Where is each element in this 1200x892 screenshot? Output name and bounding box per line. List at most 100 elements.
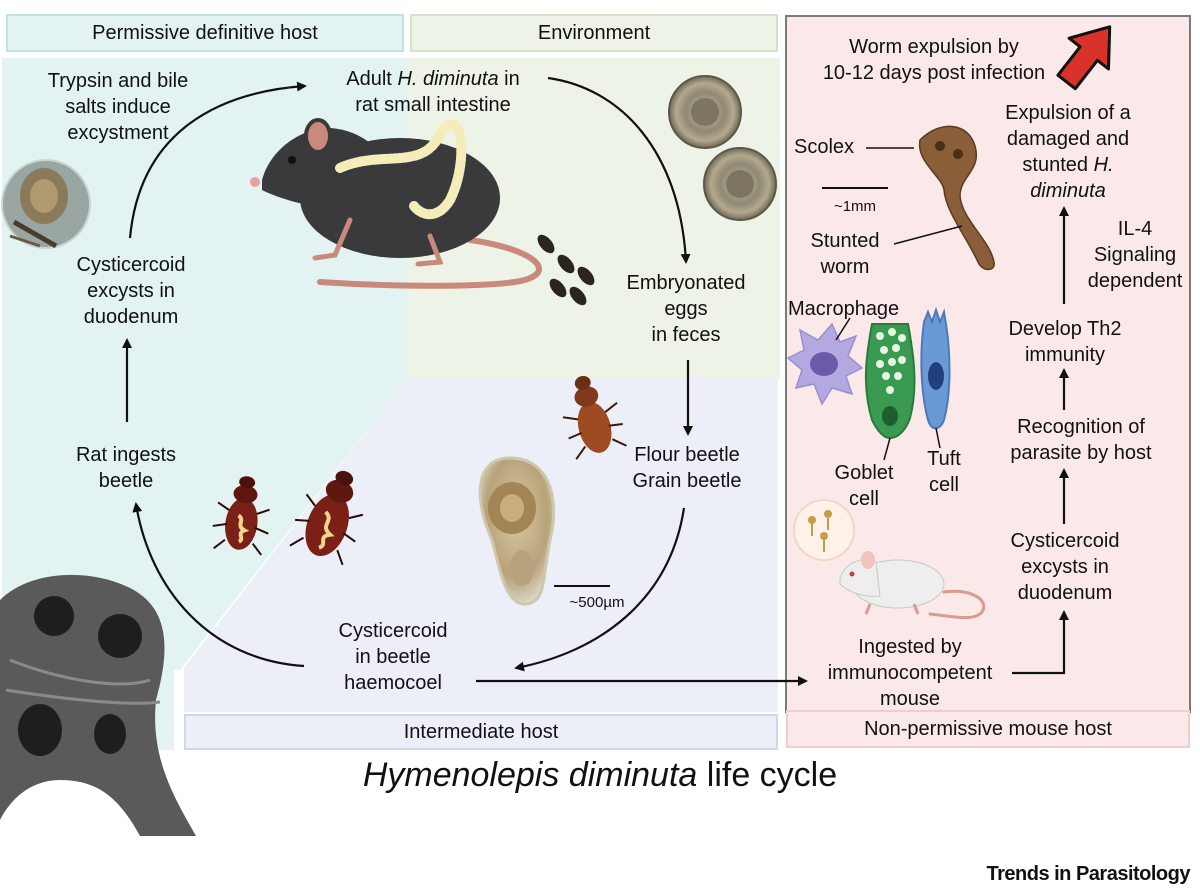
- ingested-line-2: immunocompetent: [827, 662, 993, 684]
- tuft-line-1: Tuft: [927, 448, 961, 470]
- haemocoel-label: Cysticercoid in beetle haemocoel: [308, 618, 478, 696]
- adult-worm-label: Adult H. diminuta in rat small intestine: [308, 66, 558, 118]
- tuft-pointer: [935, 427, 941, 449]
- arrow-beetle-to-haemocoel: [514, 507, 686, 672]
- eggs-line-1: Embryonated: [626, 272, 746, 294]
- mouse-excyst-line-3: duodenum: [1017, 582, 1113, 604]
- il4-line-2: Signaling: [1093, 244, 1177, 266]
- figure-title: Hymenolepis diminuta life cycle: [0, 756, 1200, 795]
- trypsin-line-2: salts induce: [65, 96, 171, 118]
- ingested-line-3: mouse: [879, 688, 941, 710]
- adult-line-1-pre: Adult: [346, 68, 398, 90]
- mouse-illustration: [839, 551, 986, 620]
- damaged-worm-label: Expulsion of a damaged and stunted H. di…: [988, 100, 1148, 204]
- eggs-label: Embryonated eggs in feces: [606, 270, 766, 348]
- th2-line-1: Develop Th2: [1008, 318, 1122, 340]
- rat-ingests-line-1: Rat ingests: [75, 444, 177, 466]
- rat-illustration: [250, 118, 542, 289]
- red-up-arrow-icon: [1056, 25, 1112, 91]
- tuft-cell-label: Tuft cell: [914, 446, 974, 498]
- journal-credit: Trends in Parasitology: [986, 863, 1190, 885]
- stunted-line-2: worm: [820, 256, 870, 278]
- mouse-excyst-line-1: Cysticercoid: [1010, 530, 1120, 552]
- trypsin-line-3: excystment: [67, 122, 169, 144]
- expulsion-line-2: 10-12 days post infection: [822, 62, 1046, 84]
- flour-beetle-icon: [562, 375, 627, 460]
- egg-micrograph-1: [668, 75, 742, 149]
- stunted-worm-pointer: [893, 225, 963, 245]
- scale-1mm-label: ~1mm: [833, 198, 877, 215]
- beetle-label: Flour beetle Grain beetle: [612, 442, 762, 494]
- ingested-cysticercoids-icon: [793, 499, 855, 561]
- figure-title-species: Hymenolepis diminuta: [362, 756, 698, 794]
- damaged-line-3: stunted H.: [988, 152, 1148, 178]
- intermediate-host-header: Intermediate host: [184, 714, 778, 750]
- goblet-cell-label: Goblet cell: [824, 460, 904, 512]
- trypsin-line-1: Trypsin and bile: [47, 70, 189, 92]
- excyst-label: Cysticercoid excysts in duodenum: [56, 252, 206, 330]
- goblet-line-1: Goblet: [834, 462, 894, 484]
- macrophage-pointer: [835, 317, 851, 341]
- excystment-micrograph: [1, 159, 91, 249]
- excyst-line-1: Cysticercoid: [76, 254, 186, 276]
- definitive-host-header: Permissive definitive host: [6, 14, 404, 52]
- beetle-line-1: Flour beetle: [634, 444, 740, 466]
- th2-label: Develop Th2 immunity: [1000, 316, 1130, 368]
- arrow-to-adult: [128, 81, 307, 239]
- il4-line-1: IL-4: [1117, 218, 1153, 240]
- cysticercoid-micrograph: [478, 456, 556, 606]
- intermediate-host-region: [184, 378, 778, 712]
- expulsion-label: Worm expulsion by 10-12 days post infect…: [794, 34, 1074, 86]
- macrophage-label: Macrophage: [788, 298, 900, 320]
- eggs-line-2: eggs: [664, 298, 708, 320]
- goblet-cell-icon: [864, 323, 916, 440]
- stunted-line-1: Stunted: [810, 230, 880, 252]
- scale-500um-label: ~500µm: [569, 594, 625, 611]
- damaged-line-1: Expulsion of a: [1005, 102, 1131, 124]
- figure-title-rest: life cycle: [697, 756, 838, 794]
- adult-line-1: Adult H. diminuta in: [308, 66, 558, 92]
- haemocoel-line-1: Cysticercoid: [338, 620, 448, 642]
- goblet-pointer: [883, 437, 891, 461]
- il4-line-3: dependent: [1087, 270, 1183, 292]
- recognition-line-1: Recognition of: [1017, 416, 1145, 438]
- excyst-line-3: duodenum: [83, 306, 179, 328]
- eggs-line-3: in feces: [651, 324, 721, 346]
- trypsin-label: Trypsin and bile salts induce excystment: [18, 68, 218, 146]
- ingested-label: Ingested by immunocompetent mouse: [808, 634, 1012, 712]
- mouse-excyst-label: Cysticercoid excysts in duodenum: [990, 528, 1140, 606]
- stunted-worm-label: Stunted worm: [800, 228, 890, 280]
- damaged-line-2: damaged and: [1006, 128, 1130, 150]
- tuft-line-2: cell: [928, 474, 959, 496]
- macrophage-icon: [786, 322, 864, 406]
- haemocoel-line-2: in beetle: [355, 646, 431, 668]
- excyst-line-2: excysts in: [87, 280, 175, 302]
- th2-line-2: immunity: [1024, 344, 1105, 366]
- damaged-line-4: diminuta: [988, 178, 1148, 204]
- mouse-host-header: Non-permissive mouse host: [786, 710, 1190, 748]
- rat-ingests-line-2: beetle: [98, 470, 154, 492]
- adult-line-2: rat small intestine: [355, 94, 511, 116]
- recognition-label: Recognition of parasite by host: [990, 414, 1172, 466]
- ingested-line-1: Ingested by: [858, 636, 962, 658]
- feces-pellets: [537, 234, 595, 306]
- beetle-line-2: Grain beetle: [632, 470, 742, 492]
- haemocoel-line-3: haemocoel: [344, 672, 442, 694]
- intermediate-host-header-text: Intermediate host: [403, 720, 559, 743]
- stunted-worm-image: [918, 125, 995, 271]
- rat-ingests-label: Rat ingests beetle: [66, 442, 186, 494]
- damaged-line-3-pre: stunted: [1022, 154, 1094, 176]
- arrow-ingested-to-cysti: [1012, 610, 1069, 675]
- scolex-sem-image: [0, 574, 196, 836]
- arrow-haemocoel-to-rat: [132, 502, 305, 668]
- infected-beetle-icon-1: [212, 476, 270, 556]
- mouse-excyst-line-2: excysts in: [1021, 556, 1109, 578]
- adult-line-1-post: in: [498, 68, 520, 90]
- scolex-label: Scolex: [794, 136, 855, 158]
- infected-beetle-icon-2: [289, 470, 364, 566]
- environment-header: Environment: [410, 14, 778, 52]
- adult-line-1-species: H. diminuta: [397, 68, 499, 90]
- definitive-host-header-text: Permissive definitive host: [92, 21, 318, 44]
- environment-header-text: Environment: [537, 21, 651, 44]
